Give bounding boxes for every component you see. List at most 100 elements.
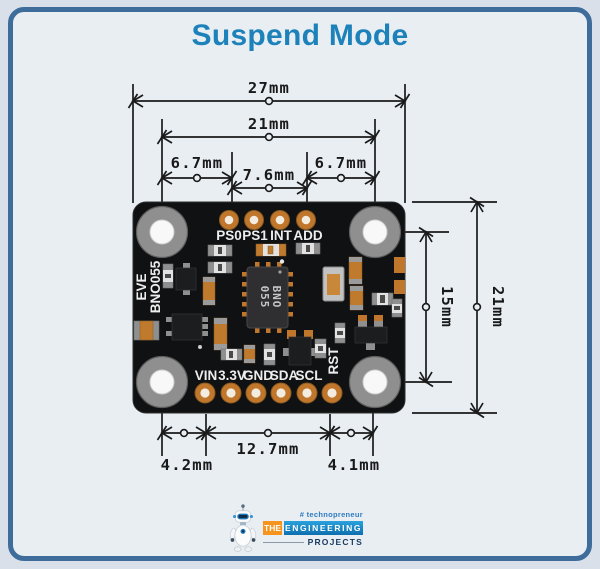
pin-hole [251, 388, 261, 398]
bno055-chip: BNO 055 [242, 259, 293, 333]
bottom-pin-labels: VIN 3.3V GND SDA SCL RST [195, 347, 341, 383]
mounting-hole-bore [149, 369, 175, 395]
component-capacitor [202, 276, 216, 306]
pin-hole [224, 215, 234, 225]
logo-word-the: THE [263, 521, 282, 535]
component-crystal [322, 266, 345, 302]
pin-hole [276, 388, 286, 398]
component-capacitor [349, 285, 364, 311]
pin-label-add: ADD [293, 228, 322, 243]
dimension-center-marker [179, 428, 189, 438]
pin-label-ps0: PS0 [216, 228, 242, 243]
pin-label-ps1: PS1 [242, 228, 268, 243]
component-capacitor [213, 317, 228, 351]
dimension-center-marker [472, 302, 482, 312]
mounting-hole-bore [362, 369, 388, 395]
pin-hole [249, 215, 259, 225]
chip-pad [242, 272, 247, 277]
dimension-label-6.7mm-left: 6.7mm [171, 154, 224, 172]
brand-logo: # technopreneur THE ENGINEERING PROJECTS [225, 500, 370, 558]
silkscreen-dot [198, 345, 202, 349]
chip-pad [242, 292, 247, 297]
chip-pad [255, 328, 260, 333]
dimension-label-6.7mm-right: 6.7mm [315, 154, 368, 172]
dimension-center-marker [263, 428, 273, 438]
chip-pad [277, 262, 282, 267]
dimension-label-12.7mm: 12.7mm [236, 440, 299, 458]
component-resistor [207, 261, 233, 274]
silkscreen-bno055: BNO055 [148, 260, 163, 313]
top-pin-labels: PS0 PS1 INT ADD [216, 228, 323, 243]
pin-label-sda: SDA [270, 368, 299, 383]
edge-pad [394, 280, 405, 294]
dimension-label-7.6mm: 7.6mm [243, 166, 296, 184]
pin-hole [327, 388, 337, 398]
logo-projects-row: PROJECTS [263, 537, 363, 547]
component-resistor [162, 263, 174, 289]
robot-mascot-icon [229, 504, 257, 552]
bottom-pin-pads [194, 382, 343, 404]
component-resistor [207, 244, 233, 257]
dimension-center-marker [346, 428, 356, 438]
pin-label-int: INT [270, 228, 293, 243]
chip-pad [277, 328, 282, 333]
top-pin-pads [219, 210, 316, 230]
pin-hole [200, 388, 210, 398]
component-capacitor [243, 344, 256, 364]
chip-pad [266, 328, 271, 333]
dimension-label-4.2mm: 4.2mm [161, 456, 214, 474]
mounting-hole-bottom-left [135, 355, 189, 409]
component-capacitor [348, 256, 363, 285]
component-capacitor [133, 320, 160, 341]
component-regulator [166, 313, 208, 341]
chip-body [246, 266, 289, 329]
chip-corner-dot [278, 270, 282, 274]
chip-pad [266, 262, 271, 267]
component-transistor [354, 315, 388, 350]
edge-pad [394, 257, 405, 273]
pin-label-vin: VIN [195, 368, 218, 383]
logo-word-projects: PROJECTS [307, 537, 363, 547]
component-resistor [255, 243, 287, 257]
component-transistor [175, 263, 197, 295]
pin1-dot [279, 259, 285, 264]
component-resistor [314, 338, 327, 359]
chip-pad [242, 302, 247, 307]
mounting-hole-bottom-right [348, 355, 402, 409]
chip-pad [288, 282, 293, 287]
component-resistor [391, 298, 403, 318]
component-resistor [220, 348, 243, 361]
component-resistor [263, 343, 276, 366]
dimension-label-4.1mm: 4.1mm [328, 456, 381, 474]
dimension-label-15mm: 15mm [438, 286, 456, 328]
component-resistor [371, 292, 394, 306]
dimension-label-27mm: 27mm [248, 79, 290, 97]
dimension-center-marker [192, 173, 202, 183]
pin-label-scl: SCL [296, 368, 323, 383]
component-resistor [334, 322, 346, 344]
component-transistor [283, 330, 317, 366]
pin-label-gnd: GND [243, 368, 273, 383]
dimension-center-markers [179, 96, 482, 438]
chip-marking-line2: 055 [258, 286, 271, 309]
component-resistor [295, 242, 321, 255]
mounting-hole-bore [149, 219, 175, 245]
logo-word-engineering: ENGINEERING [284, 521, 363, 535]
pin-hole [226, 388, 236, 398]
chip-pad [255, 262, 260, 267]
pin-hole [275, 215, 285, 225]
chip-pad [242, 312, 247, 317]
logo-divider-line [263, 541, 304, 543]
mounting-hole-top-right [348, 205, 402, 259]
mounting-hole-bore [362, 219, 388, 245]
pin-hole [302, 388, 312, 398]
chip-pad [288, 312, 293, 317]
dimension-label-21mm-right: 21mm [489, 286, 507, 328]
chip-pad [288, 272, 293, 277]
pin-label-rst: RST [326, 347, 341, 375]
chip-pad [242, 282, 247, 287]
pin-hole [301, 215, 311, 225]
chip-pad [288, 302, 293, 307]
